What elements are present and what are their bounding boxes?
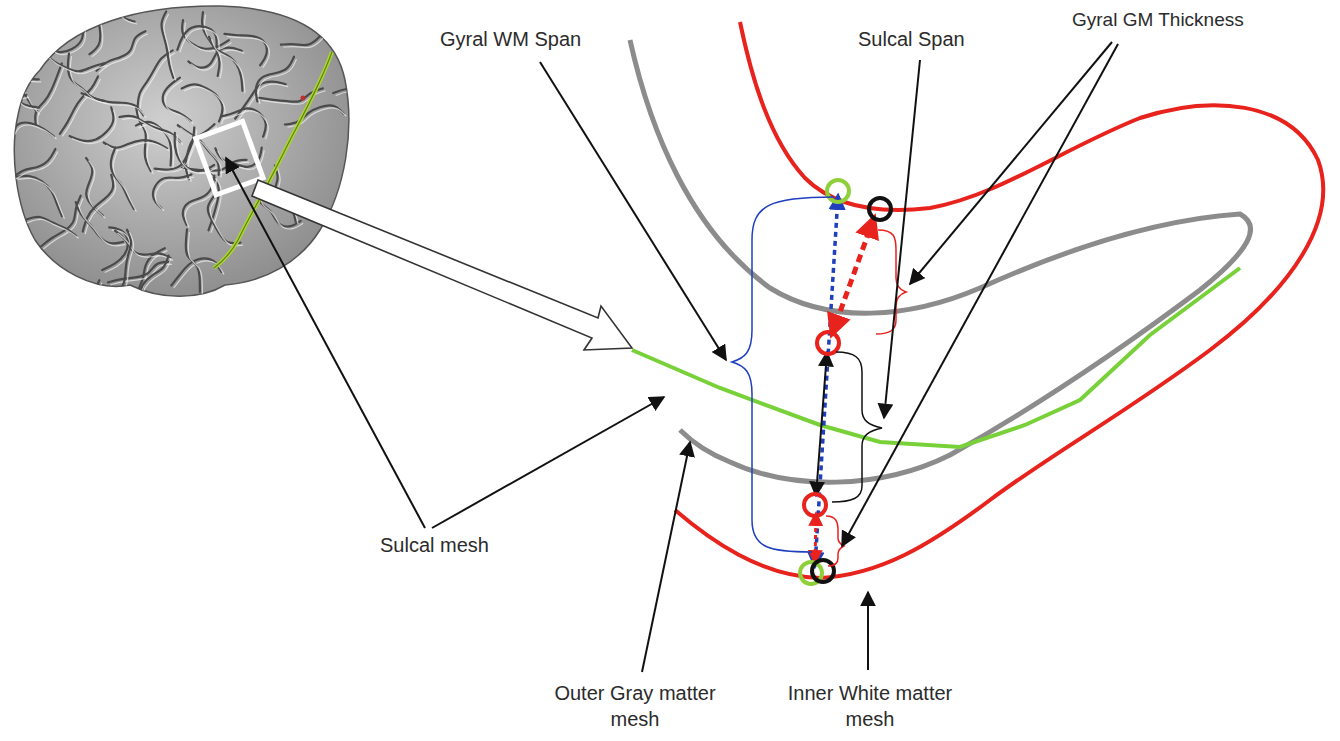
gyrus-stroke bbox=[68, 54, 105, 102]
gyrus-stroke bbox=[0, 95, 26, 108]
gyrus-highlight bbox=[64, 0, 89, 11]
gyrus-highlight bbox=[9, 125, 57, 151]
leader-line bbox=[642, 442, 690, 672]
leader-line bbox=[842, 44, 1118, 546]
gyrus-highlight bbox=[155, 177, 194, 211]
gyrus-highlight bbox=[227, 36, 269, 67]
gyrus-highlight bbox=[78, 8, 103, 56]
gyrus-highlight bbox=[0, 65, 41, 81]
gyrus-stroke bbox=[62, 0, 87, 9]
gyrus-stroke bbox=[0, 69, 37, 107]
gyrus-highlight bbox=[241, 284, 300, 313]
sulcal-mesh-line bbox=[632, 268, 1240, 447]
measure-label: Sulcal Span bbox=[858, 26, 988, 52]
vertex-marker bbox=[817, 332, 839, 354]
vertex-marker bbox=[827, 180, 849, 202]
gyrus-stroke bbox=[119, 116, 180, 142]
mesh-label: Outer Gray matter mesh bbox=[545, 680, 725, 732]
gyrus-highlight bbox=[58, 293, 79, 354]
gyrus-highlight bbox=[78, 7, 137, 25]
gyrus-highlight bbox=[1, 151, 58, 184]
vertex-marker bbox=[869, 198, 891, 220]
gyrus-stroke bbox=[224, 34, 266, 65]
gyrus-stroke bbox=[60, 280, 100, 333]
gm-thickness-line bbox=[832, 218, 874, 334]
vertex-marker bbox=[804, 494, 826, 516]
gyrus-highlight bbox=[188, 232, 202, 295]
gyrus-highlight bbox=[289, 8, 336, 31]
gyrus-highlight bbox=[46, 54, 107, 73]
gyrus-stroke bbox=[28, 9, 74, 50]
gyrus-highlight bbox=[336, 55, 369, 96]
leader-line bbox=[540, 62, 726, 360]
gyrus-highlight bbox=[120, 232, 134, 297]
gyrus-highlight bbox=[18, 178, 65, 218]
mesh-label: Sulcal mesh bbox=[380, 532, 520, 558]
gyrus-highlight bbox=[140, 53, 175, 109]
gyrus-stroke bbox=[6, 123, 54, 149]
gyrus-stroke bbox=[281, 13, 326, 45]
mesh-label: Inner White matter mesh bbox=[780, 680, 960, 732]
gyrus-highlight bbox=[16, 219, 78, 238]
gyrus-stroke bbox=[43, 52, 104, 71]
gyrus-highlight bbox=[165, 80, 193, 123]
brace bbox=[826, 516, 844, 566]
gyrus-stroke bbox=[139, 256, 168, 312]
gyrus-highlight bbox=[31, 11, 77, 52]
gyrus-stroke bbox=[96, 31, 145, 71]
leader-line bbox=[226, 158, 425, 528]
gyrus-highlight bbox=[38, 66, 65, 127]
gyrus-highlight bbox=[164, 14, 176, 80]
gm-thickness-line bbox=[815, 514, 816, 562]
leader-line bbox=[910, 42, 1112, 284]
gray-mesh bbox=[630, 40, 1251, 482]
gyrus-stroke bbox=[0, 149, 55, 182]
red-mesh bbox=[675, 22, 1323, 578]
gyrus-highlight bbox=[138, 124, 173, 168]
brace bbox=[832, 352, 882, 502]
gyrus-stroke bbox=[75, 6, 100, 54]
sulcal-span-line bbox=[816, 352, 827, 496]
gyrus-stroke bbox=[76, 202, 123, 243]
leader-line bbox=[884, 60, 920, 418]
measure-label: Gyral WM Span bbox=[440, 26, 610, 52]
leader-line bbox=[432, 397, 664, 528]
gyrus-stroke bbox=[47, 13, 83, 52]
gyrus-stroke bbox=[186, 229, 200, 292]
selection-box bbox=[196, 121, 264, 194]
vertex-marker bbox=[812, 560, 834, 582]
gyrus-highlight bbox=[62, 283, 102, 336]
sulcal-trace bbox=[214, 52, 332, 268]
gyrus-stroke bbox=[55, 291, 76, 352]
gyrus-highlight bbox=[72, 110, 116, 144]
gyrus-highlight bbox=[0, 97, 29, 110]
gyrus-highlight bbox=[113, 150, 136, 211]
gyrus-highlight bbox=[180, 29, 219, 53]
gyrus-stroke bbox=[35, 63, 62, 124]
leader-line bbox=[867, 592, 869, 670]
gyrus-highlight bbox=[118, 233, 173, 260]
zoom-arrow bbox=[252, 180, 632, 350]
gyrus-highlight bbox=[99, 34, 148, 74]
brace bbox=[732, 197, 834, 552]
brain-illustration bbox=[0, 0, 369, 355]
gyrus-stroke bbox=[0, 63, 39, 79]
gyrus-highlight bbox=[184, 87, 225, 124]
gyrus-stroke bbox=[76, 4, 135, 22]
gyrus-stroke bbox=[238, 282, 297, 311]
gyrus-highlight bbox=[212, 39, 245, 93]
gyrus-highlight bbox=[142, 258, 171, 314]
gyrus-highlight bbox=[283, 15, 328, 47]
gyrus-highlight bbox=[49, 16, 85, 55]
gyrus-stroke bbox=[287, 6, 334, 29]
gyrus-highlight bbox=[0, 72, 39, 110]
gyrus-stroke bbox=[182, 84, 223, 121]
gyrus-stroke bbox=[333, 52, 366, 93]
measure-label: Gyral GM Thickness bbox=[1072, 8, 1292, 33]
gyrus-highlight bbox=[78, 205, 125, 246]
